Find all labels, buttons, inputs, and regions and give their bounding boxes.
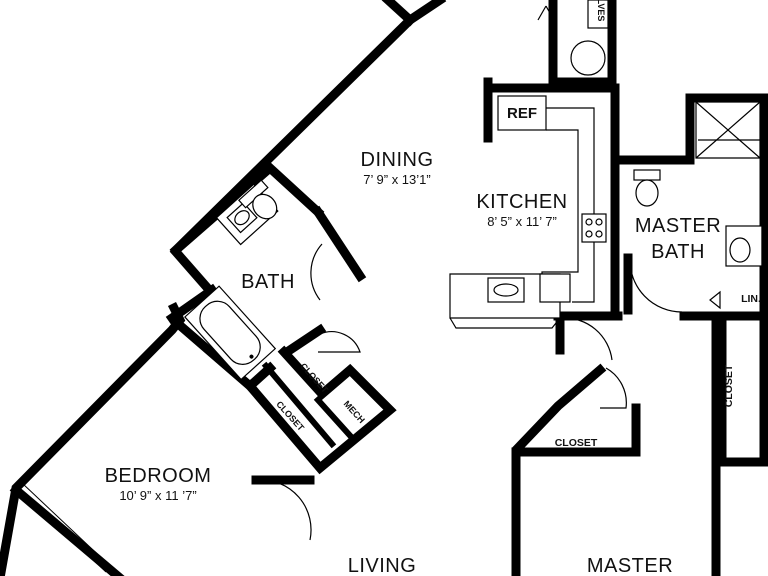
master-closet-diag-wall xyxy=(511,363,607,576)
kitchen-label: KITCHEN xyxy=(476,191,567,213)
dining-dims: 7’ 9” x 13’1” xyxy=(363,172,430,187)
master-bath-right-wall xyxy=(717,93,768,467)
cooktop xyxy=(581,213,607,243)
bath-label: BATH xyxy=(241,271,295,293)
master-bath-label-2: BATH xyxy=(651,241,705,263)
refrigerator xyxy=(497,95,547,131)
room-labels: DINING 7’ 9” x 13’1” KITCHEN 8’ 5” x 11’… xyxy=(105,0,761,576)
master-toilet xyxy=(635,179,659,207)
bedroom-dims: 10’ 9” x 11 ’7” xyxy=(119,488,196,503)
closet-block-wall xyxy=(243,345,397,475)
doors xyxy=(257,5,683,541)
bedroom-label: BEDROOM xyxy=(105,465,212,487)
utility-closet-wall xyxy=(548,0,617,87)
master-bath-label-1: MASTER xyxy=(635,215,721,237)
master-label: MASTER xyxy=(587,555,673,576)
master-sink xyxy=(725,225,763,267)
bedroom-door-swing xyxy=(257,479,312,541)
kitchen-dims: 8’ 5” x 11’ 7” xyxy=(487,214,557,229)
water-heater xyxy=(570,40,606,76)
top-wall-stub xyxy=(381,0,417,27)
mech-label: MECH xyxy=(342,399,367,425)
bedroom-left-wall xyxy=(0,301,186,576)
exterior-walls xyxy=(0,0,447,576)
master-closet-bottom-wall xyxy=(511,403,641,457)
master-closet-door-swing xyxy=(600,367,627,409)
bath-door-swing xyxy=(310,243,323,301)
bath-toilet xyxy=(238,179,278,220)
bathtub xyxy=(184,285,277,381)
kitchen-top-wall xyxy=(483,83,620,321)
master-closet-label: CLOSET xyxy=(555,437,598,449)
right-closet-label: CLOSET xyxy=(723,364,735,407)
ref-label: REF xyxy=(507,105,537,122)
linen-label: LIN. xyxy=(741,293,761,305)
closet-divider xyxy=(261,361,337,449)
bath-top-wall xyxy=(169,161,325,257)
master-bath-top-wall xyxy=(610,93,768,165)
living-label: LIVING xyxy=(348,555,417,576)
bath-corner-wall xyxy=(165,283,219,325)
closet-door-swing xyxy=(318,331,361,353)
kitchen-walls xyxy=(483,0,768,576)
valves-label: LVES xyxy=(596,0,606,21)
windows xyxy=(15,101,761,573)
bath-door-wall xyxy=(311,205,367,283)
utility-door-swing xyxy=(537,5,557,25)
master-bath-door-swing xyxy=(629,257,683,313)
dining-label: DINING xyxy=(361,149,434,171)
closet-top-wall xyxy=(283,323,327,357)
fixtures xyxy=(184,0,763,381)
master-door-swing xyxy=(561,317,613,361)
mech-divider xyxy=(313,395,359,445)
